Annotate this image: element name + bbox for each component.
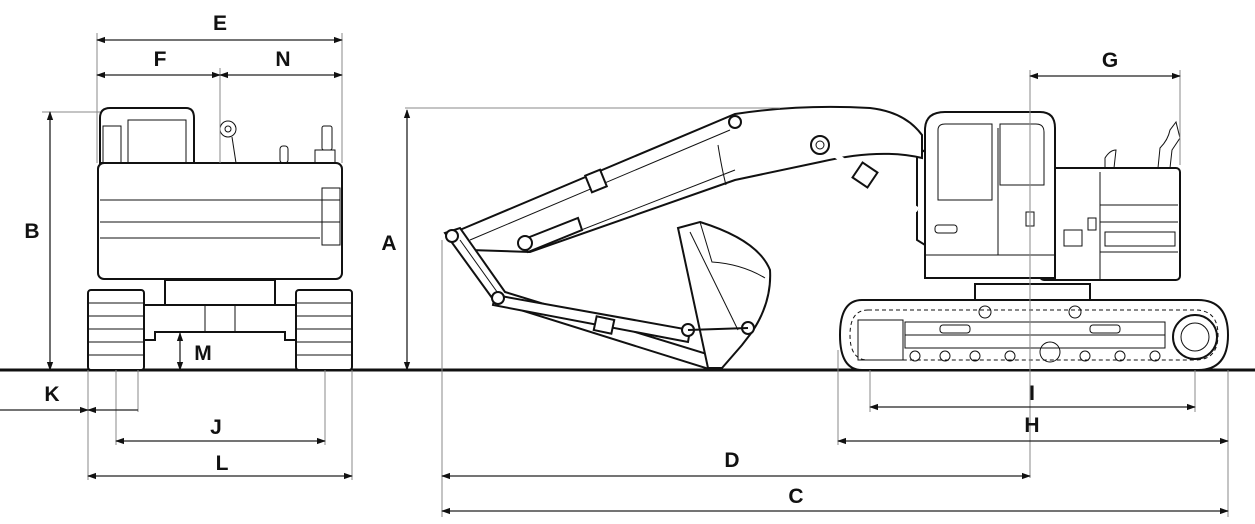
label-J: J bbox=[210, 416, 222, 439]
label-L: L bbox=[216, 452, 229, 475]
label-C: C bbox=[788, 485, 803, 508]
label-A: A bbox=[381, 232, 396, 255]
front-right-track bbox=[295, 289, 353, 371]
label-K: K bbox=[44, 383, 59, 406]
label-M: M bbox=[194, 342, 212, 365]
label-N: N bbox=[275, 48, 290, 71]
front-left-track bbox=[87, 289, 145, 371]
side-view-dimensions bbox=[403, 70, 1229, 517]
side-bucket bbox=[676, 220, 772, 369]
front-upper-body bbox=[97, 162, 343, 280]
side-track bbox=[838, 283, 1230, 371]
front-view-dimensions bbox=[0, 33, 353, 480]
side-boom bbox=[453, 105, 923, 254]
label-E: E bbox=[213, 12, 227, 35]
side-cab bbox=[924, 111, 1056, 279]
dimension-labels: E F N B M K J L A G I H D C bbox=[24, 12, 1118, 508]
label-F: F bbox=[154, 48, 167, 71]
front-view-excavator bbox=[87, 107, 353, 371]
side-view-excavator bbox=[443, 105, 1230, 372]
front-cab bbox=[99, 107, 195, 164]
label-H: H bbox=[1024, 414, 1039, 437]
label-B: B bbox=[24, 220, 39, 243]
label-D: D bbox=[724, 449, 739, 472]
side-upper-structure bbox=[916, 111, 1181, 281]
label-G: G bbox=[1102, 49, 1118, 72]
label-I: I bbox=[1029, 382, 1035, 405]
